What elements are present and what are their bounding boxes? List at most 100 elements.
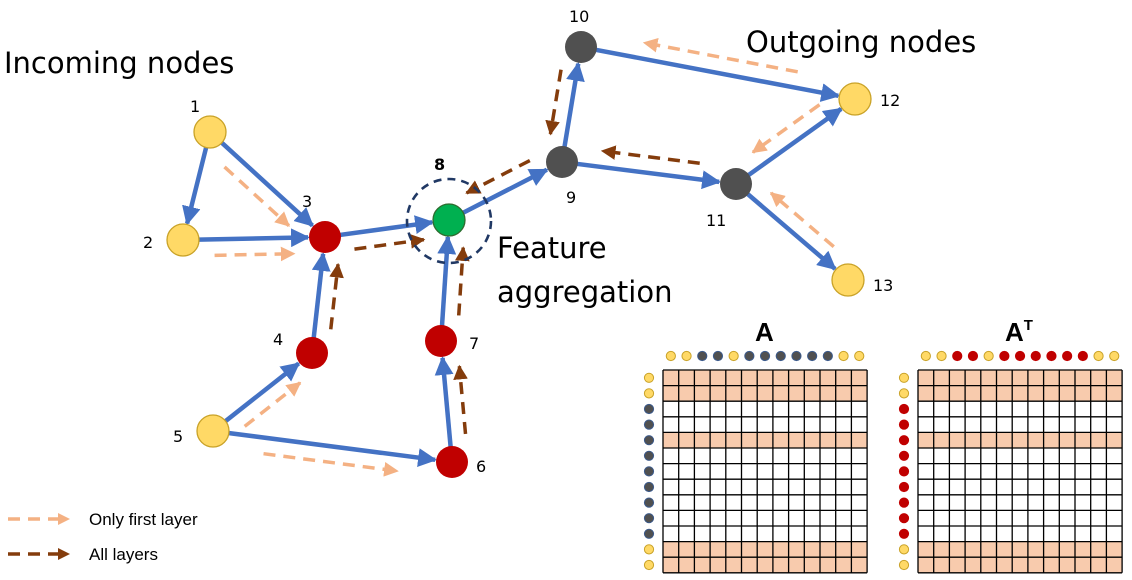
matrix-a-row-dot-10: [643, 528, 655, 539]
matrix-at-highlighted-row-0: [918, 370, 1123, 386]
matrix-at-row-dot-3: [898, 419, 910, 430]
first-layer-message-5-to-6: [263, 451, 399, 477]
first-layer-message-12-to-11: [751, 103, 821, 154]
node-6: [436, 446, 468, 478]
node-label-9: 9: [566, 188, 576, 207]
matrix-at-row-dot-4: [898, 435, 910, 446]
matrix-at-highlighted-row-1: [918, 385, 1123, 402]
matrix-a-row-dot-0: [643, 372, 655, 383]
matrix-at-column-dot-8: [1046, 350, 1057, 362]
edge-4-to-3: [310, 252, 331, 344]
node-label-5: 5: [173, 427, 183, 446]
matrix-at-row-dot-6: [898, 466, 910, 477]
feature-aggregation-label-line2: aggregation: [497, 275, 672, 309]
edge-1-to-2: [182, 140, 210, 226]
matrix-a-row-dot-9: [643, 513, 655, 524]
all-layers-message-6-to-7: [453, 364, 468, 435]
matrix-a-row-dot-11: [643, 544, 655, 555]
node-label-7: 7: [469, 334, 479, 353]
node-label-10: 10: [569, 7, 589, 26]
edge-7-to-8: [437, 235, 457, 332]
node-label-11: 11: [706, 211, 726, 230]
node-7: [425, 325, 457, 357]
node-label-4: 4: [273, 330, 283, 349]
matrix-at-column-dot-10: [1077, 350, 1088, 362]
all-layers-message-9-to-8: [465, 158, 531, 195]
all-layers-message-3-to-8: [354, 234, 426, 251]
legend-all-layers-arrowhead: [58, 548, 70, 560]
matrix-a-column-dot-7: [775, 350, 786, 362]
matrix-a-column-dot-8: [791, 350, 802, 362]
matrix-at-column-dot-1: [936, 350, 947, 362]
first-layer-message-12-to-10: [642, 37, 799, 74]
first-layer-message-13-to-11: [769, 191, 835, 249]
matrix-a-highlighted-row-12: [663, 557, 868, 573]
matrix-at-row-dot-10: [898, 528, 910, 539]
matrix-at-title-base: A: [1005, 317, 1024, 347]
node-label-6: 6: [476, 457, 486, 476]
matrix-a: A: [643, 317, 868, 574]
matrix-at-row-dot-2: [898, 403, 910, 415]
nodes: [166, 31, 872, 478]
node-4: [296, 337, 328, 369]
message-arrows: [214, 37, 835, 477]
node-label-1: 1: [190, 97, 200, 116]
matrix-a-column-dot-5: [744, 350, 755, 362]
node-label-12: 12: [880, 91, 900, 110]
first-layer-message-2-to-3: [214, 246, 296, 262]
matrix-a-column-dot-6: [759, 350, 771, 362]
all-layers-message-7-to-8: [454, 246, 470, 316]
matrix-a-row-dot-12: [643, 559, 655, 571]
edge-11-to-13: [741, 188, 837, 271]
node-label-13: 13: [873, 276, 893, 295]
node-9: [546, 146, 578, 178]
edge-1-to-3: [215, 136, 314, 228]
node-13: [831, 263, 865, 297]
edge-11-to-12: [742, 107, 843, 181]
matrix-a-column-dot-9: [807, 350, 818, 362]
matrix-at-highlighted-row-11: [918, 541, 1123, 558]
matrix-at-row-dot-7: [898, 481, 910, 493]
matrix-at-column-dot-0: [920, 350, 931, 362]
node-12: [838, 82, 872, 116]
matrix-a-column-dot-2: [697, 350, 708, 362]
first-layer-message-1-to-3: [223, 165, 291, 228]
matrix-at-row-dot-1: [898, 388, 910, 399]
edge-6-to-7: [434, 356, 454, 453]
all-layers-message-4-to-3: [329, 262, 344, 330]
matrix-a-highlighted-row-4: [663, 432, 868, 448]
matrix-at-highlighted-row-4: [918, 432, 1123, 448]
edge-8-to-9: [456, 167, 549, 218]
matrix-at-column-dot-6: [1014, 350, 1026, 362]
node-3: [309, 221, 341, 253]
matrix-a-column-dot-0: [665, 350, 676, 362]
matrix-at-column-dot-7: [1030, 350, 1041, 362]
matrix-at-column-dot-5: [999, 350, 1010, 362]
matrix-a-row-dot-8: [643, 497, 655, 508]
matrix-at-row-dot-5: [898, 450, 910, 461]
all-layers-message-11-to-9: [600, 145, 700, 166]
matrix-a-row-dot-1: [643, 388, 655, 399]
matrix-a-highlighted-row-0: [663, 370, 868, 386]
matrix-at-row-dot-8: [898, 497, 910, 508]
matrix-a-transpose: AT: [898, 317, 1123, 574]
edge-5-to-4: [219, 361, 301, 427]
matrix-a-highlighted-row-1: [663, 385, 868, 402]
legend-all-layers-label: All layers: [89, 545, 158, 564]
matrix-a-column-dot-4: [728, 350, 739, 362]
node-label-3: 3: [302, 192, 312, 211]
matrix-at-highlighted-row-12: [918, 557, 1123, 573]
node-label-8: 8: [434, 155, 445, 174]
all-layers-message-10-to-9: [545, 69, 563, 136]
node-2: [166, 223, 200, 257]
edge-9-to-11: [571, 160, 722, 190]
matrix-a-column-dot-10: [822, 350, 833, 362]
first-layer-message-5-to-4: [243, 381, 302, 428]
legend: Only first layer All layers: [8, 510, 198, 564]
legend-first-layer-arrowhead: [58, 513, 70, 525]
node-1: [193, 115, 227, 149]
matrix-a-column-dot-12: [854, 350, 865, 362]
feature-aggregation-focus-circle: [405, 177, 493, 265]
matrix-at-title: AT: [1005, 317, 1033, 347]
